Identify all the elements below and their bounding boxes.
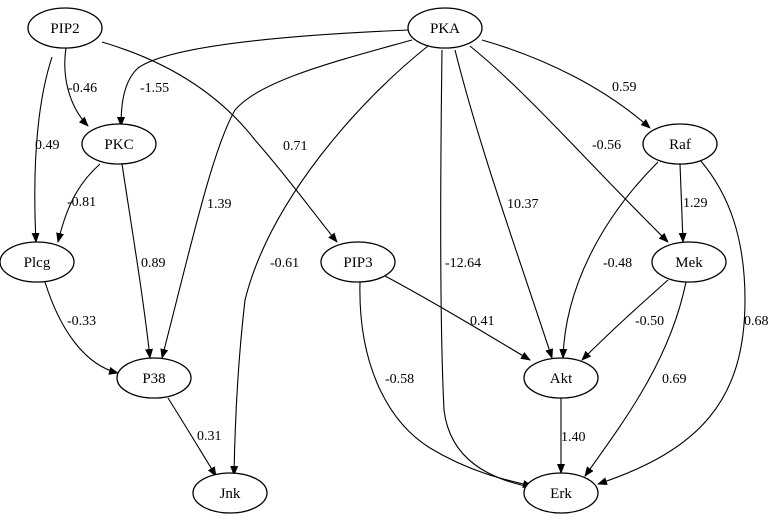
edge-label-pkc-p38: 0.89 xyxy=(141,256,166,271)
edge-label-pka-p38: 1.39 xyxy=(207,197,232,212)
edge-label-raf-mek: 1.29 xyxy=(683,196,708,211)
edge-pip3-akt: 0.41 xyxy=(384,275,531,361)
edge-p38-jnk: 0.31 xyxy=(167,397,222,477)
edge-pka-jnk: -0.61 xyxy=(230,45,429,476)
edge-pka-p38: 1.39 xyxy=(160,39,413,359)
edge-label-pka-akt: 10.37 xyxy=(507,197,539,212)
edge-pka-pkc: -1.55 xyxy=(117,29,409,127)
edge-label-raf-erk: 0.68 xyxy=(744,314,769,329)
edge-pka-akt: 10.37 xyxy=(454,49,554,359)
edge-raf-erk: 0.68 xyxy=(597,159,769,485)
edge-label-p38-jnk: 0.31 xyxy=(197,429,222,444)
edge-pka-raf: 0.59 xyxy=(481,39,651,129)
edge-label-pip3-akt: 0.41 xyxy=(470,314,495,329)
node-label-pkc: PKC xyxy=(104,137,133,153)
edge-label-pka-erk: -12.64 xyxy=(445,256,481,271)
edge-pkc-plcg: -0.81 xyxy=(56,163,101,243)
edge-label-pip2-pip3: 0.71 xyxy=(283,139,308,154)
edge-akt-erk: 1.40 xyxy=(557,398,586,474)
node-pka: PKA xyxy=(407,7,483,49)
edge-label-mek-erk: 0.69 xyxy=(662,372,687,387)
node-erk: Erk xyxy=(523,472,599,514)
edge-label-pip3-erk: -0.58 xyxy=(385,372,414,387)
edge-raf-akt: -0.48 xyxy=(559,161,659,359)
node-pip3: PIP3 xyxy=(320,241,396,283)
edge-label-pka-pkc: -1.55 xyxy=(140,81,169,96)
edge-label-pka-jnk: -0.61 xyxy=(270,256,299,271)
edge-pip2-pip3: 0.71 xyxy=(101,41,338,243)
edge-pkc-p38: 0.89 xyxy=(121,163,166,359)
node-label-raf: Raf xyxy=(669,137,691,153)
node-akt: Akt xyxy=(523,357,599,399)
node-label-jnk: Jnk xyxy=(220,486,241,502)
edge-mek-akt: -0.50 xyxy=(581,279,669,361)
edge-label-pka-mek: -0.56 xyxy=(592,138,621,153)
edge-raf-mek: 1.29 xyxy=(678,163,708,243)
edge-pka-erk: -12.64 xyxy=(440,49,537,491)
node-pip2: PIP2 xyxy=(27,7,103,49)
node-pkc: PKC xyxy=(81,123,157,165)
node-label-mek: Mek xyxy=(675,255,703,271)
edge-label-pip2-plcg: 0.49 xyxy=(35,138,60,153)
node-p38: P38 xyxy=(116,357,192,399)
node-raf: Raf xyxy=(642,123,718,165)
node-plcg: Plcg xyxy=(0,241,75,283)
node-label-pka: PKA xyxy=(430,21,460,37)
edge-label-pkc-plcg: -0.81 xyxy=(67,195,96,210)
edge-pip2-plcg: 0.49 xyxy=(31,56,60,243)
node-label-erk: Erk xyxy=(550,486,572,502)
edge-pip3-erk: -0.58 xyxy=(359,281,533,488)
node-label-plcg: Plcg xyxy=(24,255,51,271)
edge-plcg-p38: -0.33 xyxy=(44,281,119,375)
edge-label-akt-erk: 1.40 xyxy=(561,430,586,445)
node-label-p38: P38 xyxy=(142,371,165,387)
edge-pka-mek: -0.56 xyxy=(469,45,669,243)
edge-label-plcg-p38: -0.33 xyxy=(67,314,96,329)
node-jnk: Jnk xyxy=(192,472,268,514)
node-label-akt: Akt xyxy=(550,371,573,387)
edge-pip2-pkc: -0.46 xyxy=(64,47,97,127)
edge-label-raf-akt: -0.48 xyxy=(603,256,632,271)
edge-label-pka-raf: 0.59 xyxy=(612,80,637,95)
node-mek: Mek xyxy=(651,241,727,283)
node-label-pip3: PIP3 xyxy=(343,255,372,271)
node-label-pip2: PIP2 xyxy=(50,21,79,37)
edge-mek-erk: 0.69 xyxy=(584,281,687,477)
edge-label-pip2-pkc: -0.46 xyxy=(68,81,97,96)
edge-label-mek-akt: -0.50 xyxy=(635,314,664,329)
